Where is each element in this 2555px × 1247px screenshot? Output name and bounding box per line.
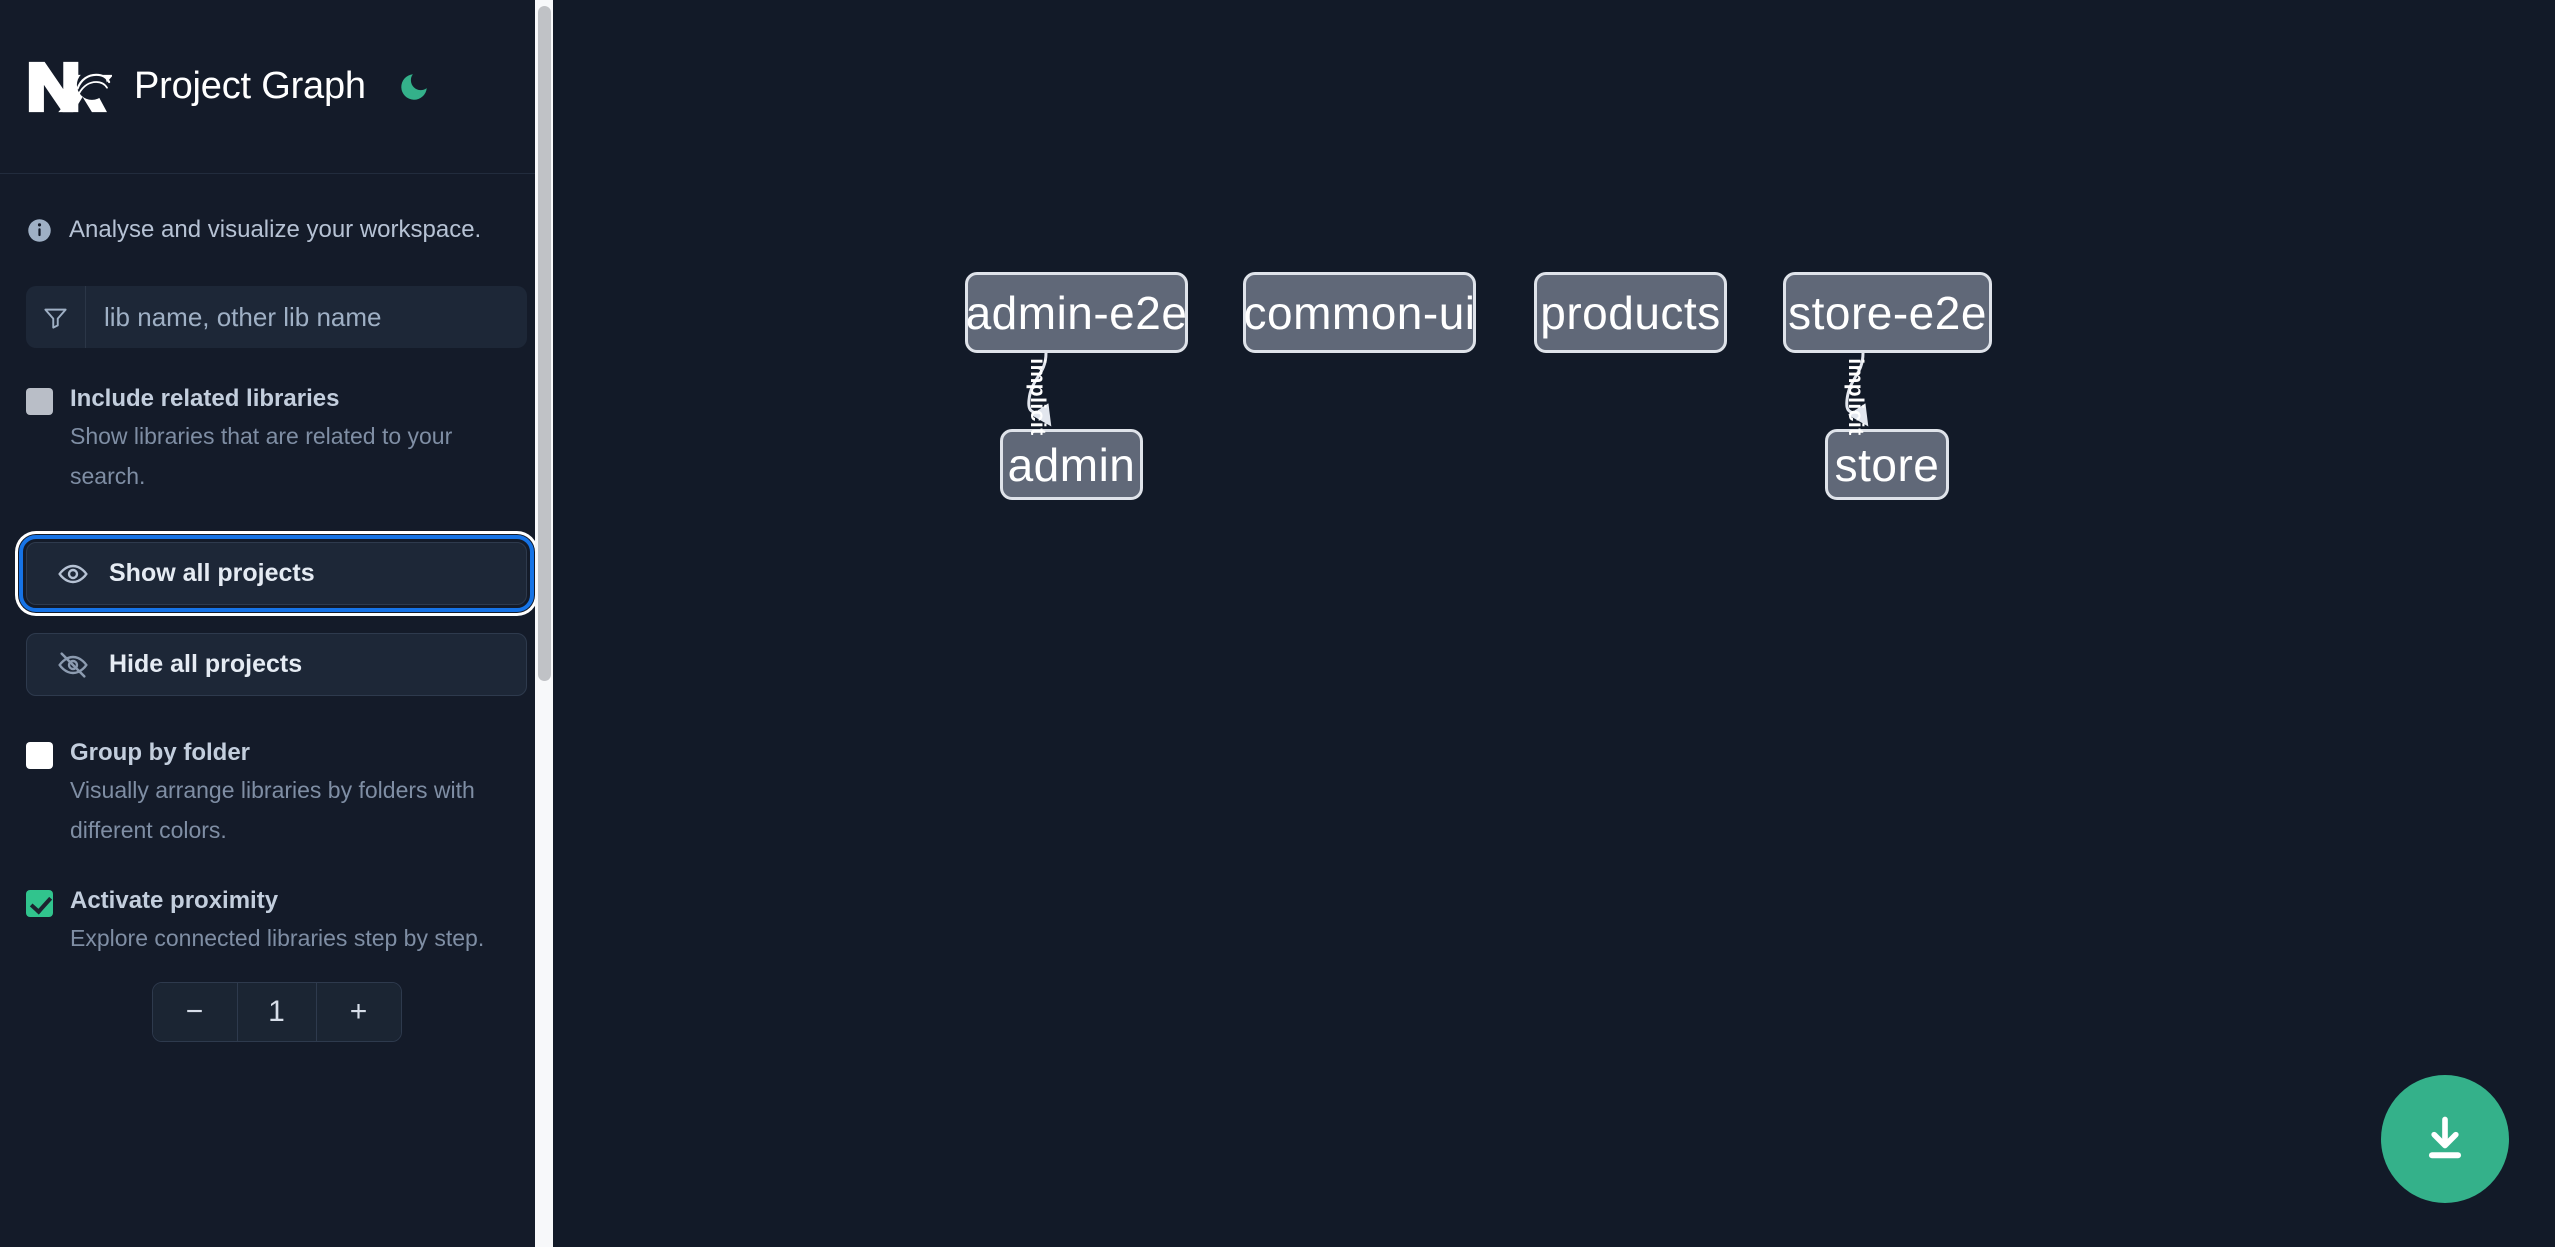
- graph-node-common-ui[interactable]: common-ui: [1243, 272, 1476, 353]
- proximity-increment-button[interactable]: +: [316, 983, 401, 1041]
- moon-icon[interactable]: [394, 67, 434, 107]
- show-all-projects-button[interactable]: Show all projects: [19, 535, 534, 612]
- graph-node-admin[interactable]: admin: [1000, 429, 1143, 500]
- activate-proximity-checkbox[interactable]: [26, 890, 53, 917]
- option-include-related-libraries[interactable]: Include related libraries Show libraries…: [26, 382, 527, 496]
- sidebar-scrollbar-track[interactable]: [535, 0, 553, 1247]
- graph-canvas[interactable]: admin-e2e common-ui products store-e2e a…: [553, 0, 2555, 1247]
- graph-node-admin-e2e[interactable]: admin-e2e: [965, 272, 1188, 353]
- node-label: store: [1834, 438, 1940, 491]
- eye-icon: [57, 558, 89, 590]
- page-title: Project Graph: [134, 65, 366, 107]
- funnel-icon: [26, 286, 86, 348]
- sidebar-scrollbar-thumb[interactable]: [538, 6, 551, 681]
- proximity-stepper: − 1 +: [26, 982, 527, 1042]
- option-group-by-folder[interactable]: Group by folder Visually arrange librari…: [26, 736, 527, 850]
- info-circle-icon: [26, 217, 53, 244]
- download-button[interactable]: [2381, 1075, 2509, 1203]
- node-label: common-ui: [1243, 286, 1476, 339]
- option-description: Explore connected libraries step by step…: [70, 925, 485, 951]
- option-label: Group by folder: [70, 739, 250, 766]
- sidebar: Project Graph Analyse and visualize your…: [0, 0, 553, 1247]
- graph-node-store-e2e[interactable]: store-e2e: [1783, 272, 1992, 353]
- tagline: Analyse and visualize your workspace.: [26, 174, 527, 286]
- edge-label-implicit: implicit: [1025, 358, 1049, 436]
- group-by-folder-checkbox[interactable]: [26, 742, 53, 769]
- node-label: products: [1540, 286, 1721, 339]
- proximity-value: 1: [236, 983, 317, 1041]
- sidebar-header: Project Graph: [0, 0, 553, 174]
- eye-slash-icon: [57, 649, 89, 681]
- proximity-decrement-button[interactable]: −: [152, 983, 237, 1041]
- tagline-text: Analyse and visualize your workspace.: [69, 216, 482, 243]
- show-all-projects-label: Show all projects: [109, 559, 315, 587]
- search-field[interactable]: [26, 286, 527, 348]
- hide-all-projects-button[interactable]: Hide all projects: [26, 633, 527, 696]
- option-activate-proximity[interactable]: Activate proximity Explore connected lib…: [26, 884, 527, 958]
- edge-admin-e2e-to-admin: [1027, 352, 1052, 427]
- edge-label-implicit: implicit: [1843, 358, 1867, 436]
- node-label: admin: [1007, 438, 1136, 491]
- nx-logo-icon: [26, 56, 134, 118]
- option-description: Show libraries that are related to your …: [70, 423, 453, 489]
- node-label: admin-e2e: [965, 286, 1188, 339]
- sidebar-body: Analyse and visualize your workspace. In…: [0, 174, 553, 1042]
- node-label: store-e2e: [1788, 286, 1987, 339]
- option-label: Include related libraries: [70, 385, 340, 412]
- edge-store-e2e-to-store: [1845, 352, 1869, 427]
- hide-all-projects-label: Hide all projects: [109, 650, 303, 678]
- graph-edges: [1027, 352, 1869, 427]
- include-related-libraries-checkbox[interactable]: [26, 388, 53, 415]
- search-input[interactable]: [86, 286, 527, 348]
- option-description: Visually arrange libraries by folders wi…: [70, 777, 475, 843]
- graph-node-products[interactable]: products: [1534, 272, 1727, 353]
- download-icon: [2419, 1113, 2471, 1165]
- option-label: Activate proximity: [70, 887, 279, 914]
- graph-node-store[interactable]: store: [1825, 429, 1949, 500]
